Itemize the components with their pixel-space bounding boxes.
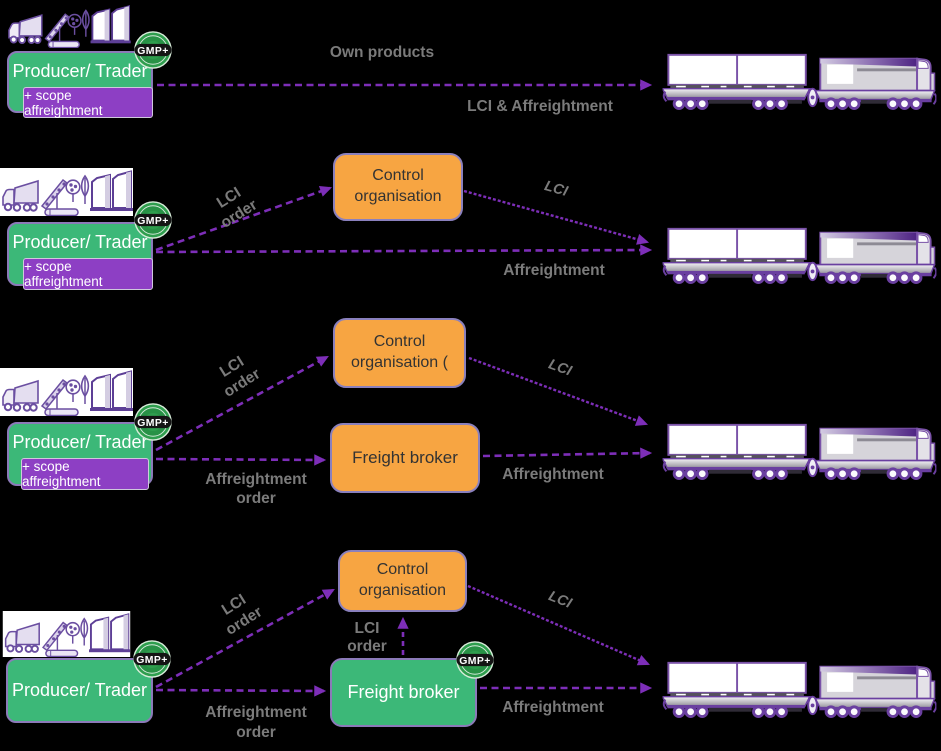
train-illustration	[658, 420, 941, 480]
affreightment-order-label: Affreightment order	[156, 470, 356, 508]
train-illustration	[658, 50, 941, 110]
arrow-affreightment-order-s4	[155, 685, 327, 697]
affreightment-order-line1: Affreightment	[205, 471, 307, 488]
arrow-affreightment-order-s3	[155, 454, 327, 466]
gmp-plus-badge: GMP+	[134, 201, 172, 239]
producer-trader-box: Producer/ Trader	[6, 658, 153, 723]
arrow-lci-order-s3	[155, 355, 329, 452]
arrow-lci-order-s2	[155, 185, 333, 252]
lci-order-vertical-label: LCI order	[331, 620, 403, 656]
arrow-affreightment-s2	[155, 244, 653, 256]
producer-facility-illustration	[2, 611, 133, 657]
affreightment-order-label: Affreightment order	[156, 703, 356, 743]
lci-and-affreightment-label: LCI & Affreightment	[467, 98, 613, 115]
arrow-lci-s2	[463, 189, 650, 245]
affreightment-label: Affreightment	[503, 262, 605, 279]
scope-affreightment-box: + scope affreightment	[21, 458, 149, 490]
gmp-plus-badge-label: GMP+	[136, 655, 167, 666]
gmp-plus-badge: GMP+	[134, 31, 172, 69]
gmp-plus-badge-label: GMP+	[459, 656, 490, 667]
control-organisation-box: Control organisation	[338, 550, 467, 612]
arrow-lci-s3	[468, 356, 649, 426]
gmp-plus-badge: GMP+	[133, 640, 171, 678]
control-organisation-box: Control organisation	[333, 153, 463, 221]
arrow-lci-s4	[467, 584, 650, 666]
control-organisation-box: Control organisation (	[333, 318, 466, 388]
producer-facility-illustration	[0, 168, 133, 216]
affreightment-order-line1: Affreightment	[205, 704, 307, 721]
affreightment-label: Affreightment	[502, 699, 604, 716]
lci-order-line2: order	[347, 638, 387, 655]
scope-affreightment-box: + scope affreightment	[23, 258, 153, 290]
train-illustration	[658, 224, 941, 284]
own-products-label: Own products	[329, 44, 435, 61]
producer-facility-illustration	[2, 3, 135, 48]
gmp-plus-badge: GMP+	[134, 403, 172, 441]
freight-broker-box: Freight broker	[330, 423, 480, 493]
train-illustration	[658, 658, 941, 718]
gmp-plus-badge-label: GMP+	[137, 418, 168, 429]
gmp-plus-badge-label: GMP+	[137, 46, 168, 57]
lci-order-line1: LCI	[354, 620, 380, 637]
gmp-plus-badge: GMP+	[456, 641, 494, 679]
affreightment-order-line2: order	[236, 490, 276, 507]
affreightment-order-line2: order	[236, 724, 276, 741]
gmp-plus-badge-label: GMP+	[137, 216, 168, 227]
producer-facility-illustration	[0, 368, 133, 416]
affreightment-label: Affreightment	[502, 466, 604, 483]
freight-broker-box: Freight broker	[330, 658, 477, 727]
scope-affreightment-box: + scope affreightment	[23, 87, 153, 118]
arrow-affreightment-s3	[482, 447, 653, 459]
